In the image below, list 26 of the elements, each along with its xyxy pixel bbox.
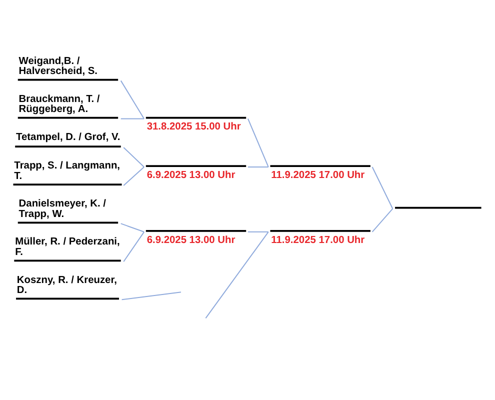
- node-text: 11.9.2025 17.00 Uhr: [271, 234, 365, 246]
- connector: [205, 232, 269, 318]
- connector: [120, 223, 144, 232]
- node-text: Weigand,B. / Halverscheid, S.: [18, 56, 98, 78]
- connector: [123, 147, 144, 168]
- connector: [372, 208, 394, 232]
- connector: [248, 166, 268, 168]
- connector: [120, 118, 144, 120]
- connector: [248, 118, 269, 168]
- node-text: Koszny, R. / Kreuzer, D.: [16, 274, 117, 296]
- node-bar: [395, 206, 482, 209]
- node-text: Danielsmeyer, K. / Trapp, W.: [18, 198, 106, 220]
- connector: [123, 232, 144, 262]
- connector: [123, 166, 144, 186]
- connector: [248, 231, 268, 232]
- node-text: Brauckmann, T. / Rüggeberg, A.: [18, 94, 100, 116]
- node-text: 6.9.2025 13.00 Uhr: [146, 170, 236, 181]
- node-text: 31.8.2025 15.00 Uhr: [146, 122, 241, 133]
- connector: [120, 80, 144, 119]
- node-text: Müller, R. / Pederzani, F.: [15, 236, 120, 258]
- node-text: Trapp, S. / Langmann, T.: [14, 160, 120, 182]
- connector: [122, 292, 182, 300]
- node-text: 6.9.2025 13.00 Uhr: [146, 234, 236, 246]
- node-text: 11.9.2025 17.00 Uhr: [271, 170, 365, 181]
- node-text: Tetampel, D. / Grof, V.: [16, 132, 120, 143]
- connector: [372, 166, 394, 209]
